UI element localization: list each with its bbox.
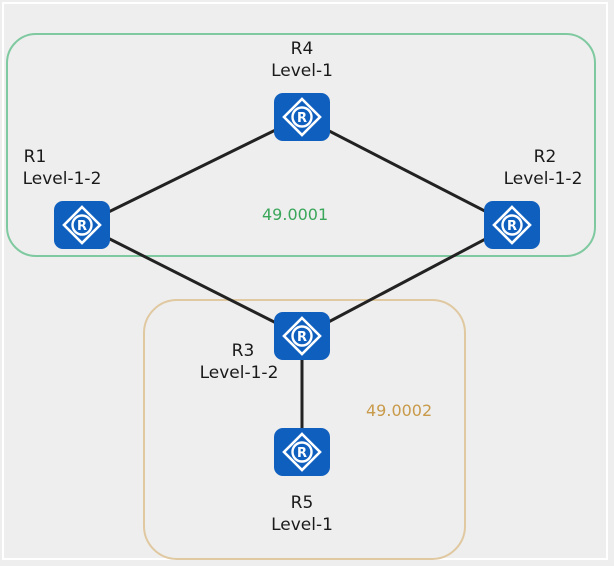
area-49-0002-id: 49.0002: [366, 401, 433, 420]
svg-text:R: R: [297, 446, 307, 461]
svg-text:R: R: [297, 330, 307, 345]
router-r3-label: R3 Level-1-2: [190, 340, 290, 384]
router-r4-level: Level-1: [271, 61, 333, 81]
router-r3-level: Level-1-2: [199, 363, 279, 383]
area-49-0002-boundary: [143, 299, 466, 560]
link-r2-r3: [301, 223, 513, 338]
router-r5[interactable]: R: [273, 427, 331, 477]
router-r2[interactable]: R: [483, 200, 541, 250]
link-r1-r3: [81, 223, 303, 338]
router-r3-name: R3: [231, 341, 255, 361]
router-r4-label: R4 Level-1: [262, 38, 342, 82]
svg-text:R: R: [77, 219, 87, 234]
router-icon: R: [54, 201, 110, 249]
router-r5-name: R5: [290, 493, 314, 513]
router-r3[interactable]: R: [273, 311, 331, 361]
router-r2-name: R2: [533, 147, 557, 167]
svg-text:R: R: [297, 111, 307, 126]
link-r4-r1: [81, 115, 303, 227]
router-icon: R: [274, 93, 330, 141]
router-r1-name: R1: [23, 147, 47, 167]
router-r2-level: Level-1-2: [503, 169, 583, 189]
router-r5-level: Level-1: [271, 515, 333, 535]
router-icon: R: [274, 312, 330, 360]
link-r4-r2: [301, 115, 513, 227]
router-r1-label: R1 Level-1-2: [10, 146, 110, 190]
router-r4-name: R4: [290, 39, 314, 59]
area-49-0001-id: 49.0001: [262, 205, 329, 224]
router-r2-label: R2 Level-1-2: [492, 146, 592, 190]
router-icon: R: [274, 428, 330, 476]
svg-text:R: R: [507, 219, 517, 234]
router-r1-level: Level-1-2: [22, 169, 102, 189]
router-r1[interactable]: R: [53, 200, 111, 250]
router-r4[interactable]: R: [273, 92, 331, 142]
area-49-0001-boundary: [6, 33, 596, 257]
router-r5-label: R5 Level-1: [262, 492, 342, 536]
router-icon: R: [484, 201, 540, 249]
